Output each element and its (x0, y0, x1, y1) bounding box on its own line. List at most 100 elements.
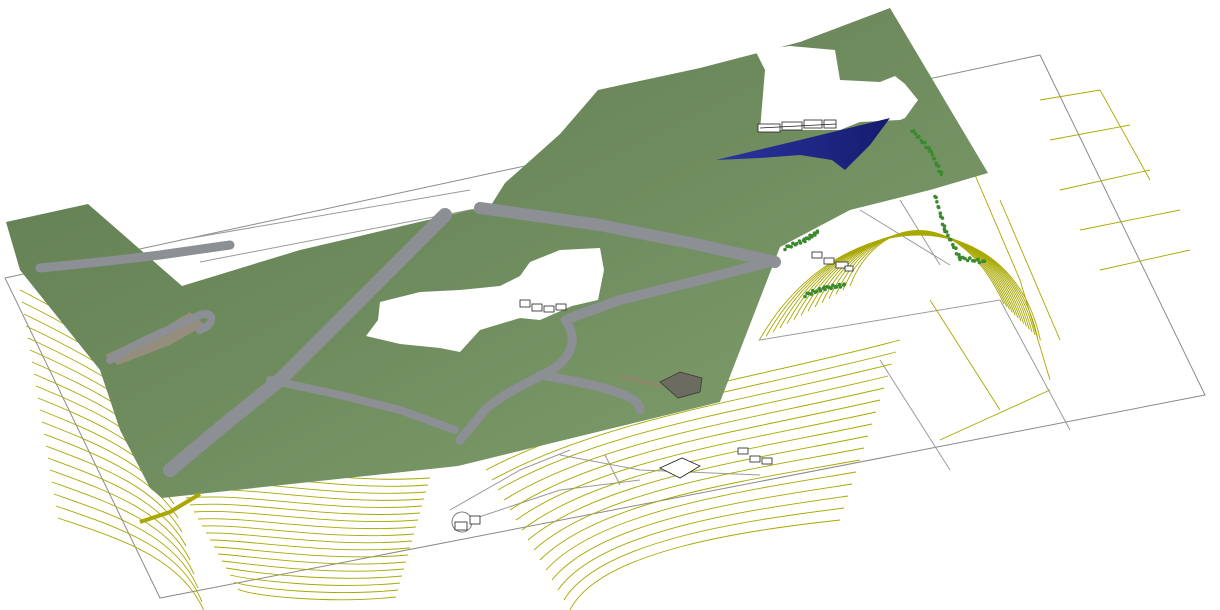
contour-line (533, 447, 865, 551)
hedge-dot (940, 216, 945, 220)
contour-line (53, 493, 199, 589)
road-main-diagonal (163, 208, 452, 477)
contour-line (205, 532, 413, 544)
terrain-surface (6, 8, 988, 498)
contour-line (55, 505, 203, 603)
contour-line (503, 387, 885, 501)
road-layer (35, 202, 781, 477)
hedge-dot (823, 287, 827, 292)
hedge-dot (938, 211, 943, 215)
contour-line (551, 483, 853, 581)
parcel-line (939, 389, 1051, 441)
parcel-line (999, 199, 1061, 341)
road-east-spur (565, 257, 775, 323)
parcel-line (1039, 89, 1151, 181)
hedge-dot (930, 153, 935, 157)
pond (716, 118, 890, 170)
building-cluster-north (757, 119, 837, 133)
hedge-dot (917, 134, 921, 139)
contour-line (221, 560, 405, 572)
contour-line (209, 539, 411, 551)
hedge-dot (783, 247, 787, 252)
contour-line (189, 503, 421, 515)
hedge-dot (977, 260, 982, 265)
contour-line (47, 457, 187, 547)
parcel-line (929, 299, 1001, 411)
contour-line (237, 588, 397, 601)
parcel-line (1099, 249, 1191, 271)
contour-line (213, 546, 409, 558)
hedge-dot (935, 200, 939, 204)
contour-line (569, 519, 841, 610)
contour-line (49, 469, 191, 561)
contour-line (563, 507, 845, 601)
hedge-dot (942, 224, 947, 228)
hedge-dot (944, 230, 949, 234)
vegetation-layer (783, 129, 987, 299)
contour-line (201, 525, 415, 537)
hedge-dot (937, 164, 941, 168)
hedge-dot (803, 294, 807, 299)
footpath-southwest (139, 492, 202, 524)
hedge-dot (954, 246, 958, 250)
hedge-dot (963, 256, 967, 261)
road-curve (535, 370, 645, 415)
hedge-dot (968, 256, 972, 260)
hedge-dot (831, 283, 835, 288)
hedge-dot (972, 259, 977, 263)
hedge-dot (842, 282, 847, 287)
contour-line (233, 581, 399, 593)
hedge-dot (958, 257, 962, 262)
contour-line (545, 471, 857, 571)
building-cluster-center (519, 299, 567, 313)
hedge-dot (814, 289, 819, 294)
terrain-clearing (366, 248, 604, 352)
contour-line (229, 574, 401, 586)
building-cluster-south (454, 515, 481, 531)
hedge-dot (946, 233, 950, 238)
hedge-dot (924, 145, 928, 150)
contour-line (193, 511, 419, 522)
contour-line (57, 517, 204, 610)
hedge-dot (794, 241, 799, 246)
hedge-dot (982, 259, 987, 264)
hedge-dot (913, 132, 918, 136)
contour-line (45, 445, 183, 533)
hedge-dot (789, 245, 793, 249)
hedge-dot (912, 129, 916, 133)
road-south (266, 376, 459, 434)
parcel-line (1049, 124, 1131, 141)
water-layer (716, 118, 890, 170)
contour-line (217, 553, 407, 565)
hedge-dot (923, 140, 927, 145)
contour-line (225, 567, 403, 579)
hedge-dot (815, 229, 820, 233)
contour-line (51, 481, 195, 575)
hedge-dot (818, 289, 823, 293)
hedge-dot (949, 237, 953, 242)
contour-line (515, 411, 877, 521)
hedge-dot (920, 140, 925, 145)
contour-line (539, 459, 861, 561)
building-cluster-east (811, 251, 854, 272)
hedge-dot (809, 292, 813, 296)
hedge-dot (813, 233, 817, 237)
road-north-east (474, 202, 781, 268)
hedge-dot (934, 195, 938, 200)
buildings-layer (454, 119, 854, 531)
hedge-dot (829, 286, 833, 291)
contour-line (43, 433, 179, 519)
hedge-dot (976, 257, 980, 262)
road-upper-west (35, 240, 235, 273)
parcel-line (1059, 169, 1151, 191)
parcel-line (959, 139, 1051, 381)
hedge-dot (807, 237, 811, 241)
hedge-dot (932, 156, 937, 161)
contour-line (491, 363, 893, 481)
road-west-loop (106, 310, 216, 364)
contour-line (557, 495, 849, 591)
building-cluster-south-east (659, 447, 773, 479)
contour-line (197, 518, 417, 530)
